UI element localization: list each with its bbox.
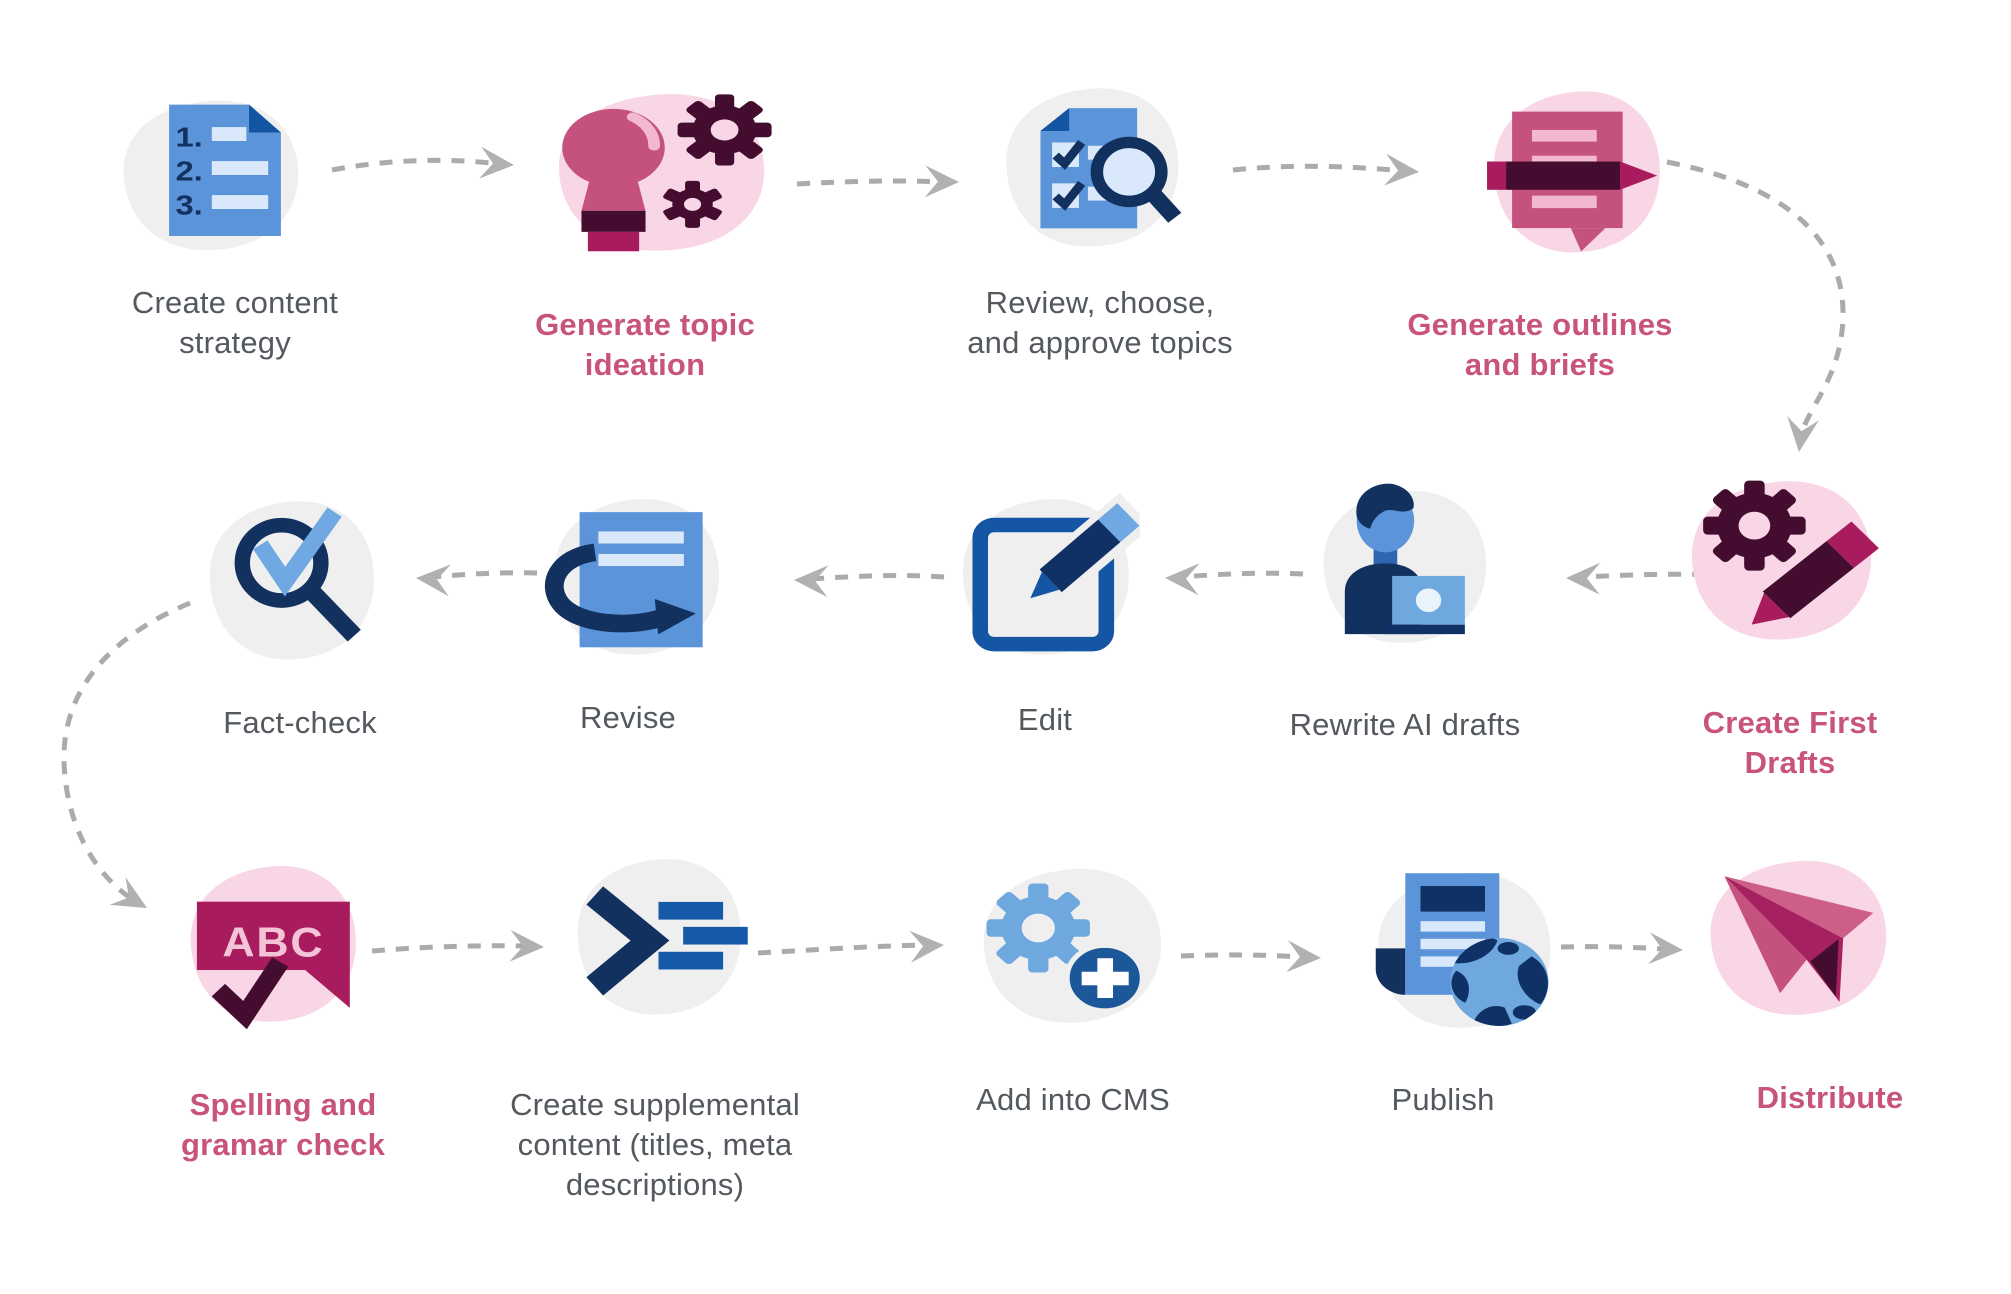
step-label-create-supplemental-content: Create supplemental content (titles, met… bbox=[510, 1087, 800, 1202]
arrow-ideation-to-review bbox=[796, 178, 945, 187]
magnifier bbox=[1090, 136, 1182, 223]
arrow-supplemental-to-cms bbox=[757, 942, 929, 956]
gear bbox=[1703, 480, 1806, 571]
edit-square-pencil-icon bbox=[962, 493, 1140, 655]
lightbulb bbox=[562, 108, 665, 252]
arrow-strategy-to-ideation bbox=[331, 157, 501, 173]
step-label-create-first-drafts: Create First Drafts bbox=[1702, 705, 1878, 780]
gear-large bbox=[677, 94, 772, 166]
step-label-rewrite-ai-drafts: Rewrite AI drafts bbox=[1289, 707, 1521, 742]
person-laptop-icon bbox=[1323, 483, 1487, 643]
arrow-review-to-outlines bbox=[1232, 163, 1405, 174]
step-label-revise: Revise bbox=[580, 700, 676, 735]
arrow-spelling-to-supplemental bbox=[371, 943, 529, 954]
document-loop-arrow-icon bbox=[544, 499, 719, 655]
gear-plus-icon bbox=[983, 868, 1162, 1023]
arrow-cms-to-publish bbox=[1180, 952, 1305, 960]
arrow-outlines-to-drafts bbox=[1666, 159, 1846, 441]
checkmark bbox=[253, 507, 342, 597]
step-label-distribute: Distribute bbox=[1756, 1080, 1904, 1115]
checklist-magnifier-icon bbox=[1006, 88, 1182, 247]
loop-arrow bbox=[544, 543, 696, 635]
numbered-list-document-icon: 1. 2. 3. bbox=[123, 100, 299, 251]
gear-pencil-icon bbox=[1691, 480, 1879, 640]
terminal-prompt-icon bbox=[577, 859, 748, 1015]
abc-bubble-checkmark-icon: ABC bbox=[190, 866, 356, 1030]
step-label-generate-outlines-briefs: Generate outlines and briefs bbox=[1407, 307, 1673, 382]
step-label-edit: Edit bbox=[1017, 702, 1073, 737]
step-label-create-content-strategy: Create content strategy bbox=[131, 285, 339, 360]
paper-plane-icon bbox=[1710, 860, 1887, 1015]
paper-plane bbox=[1724, 876, 1874, 1002]
svg-text:1.: 1. bbox=[175, 123, 202, 153]
arrow-factcheck-to-spelling bbox=[61, 600, 191, 902]
arrow-publish-to-distribute bbox=[1560, 944, 1665, 952]
step-label-spelling-grammar-check: Spelling and gramar check bbox=[180, 1087, 386, 1162]
step-label-publish: Publish bbox=[1391, 1082, 1495, 1117]
lightbulb-gears-icon bbox=[558, 94, 772, 252]
pencil-horizontal bbox=[1487, 161, 1658, 190]
checkmark bbox=[211, 957, 289, 1030]
step-label-add-into-cms: Add into CMS bbox=[976, 1082, 1170, 1117]
pencil-diagonal bbox=[1751, 521, 1879, 625]
scroll-roll bbox=[1375, 948, 1406, 995]
pencil-speech-bubble-icon bbox=[1487, 91, 1660, 253]
plus-badge bbox=[1064, 943, 1146, 1014]
gear bbox=[986, 883, 1090, 973]
magnifier-checkmark-icon bbox=[209, 501, 374, 660]
step-label-generate-topic-ideation: Generate topic ideation bbox=[535, 307, 755, 382]
arrow-rewrite-to-edit bbox=[1181, 570, 1304, 580]
gear-small bbox=[663, 180, 722, 228]
arrow-drafts-to-rewrite bbox=[1583, 571, 1754, 580]
hair bbox=[1356, 483, 1414, 529]
step-label-review-choose-approve: Review, choose, and approve topics bbox=[967, 285, 1233, 360]
globe bbox=[1450, 938, 1549, 1026]
pencil-diagonal bbox=[1030, 503, 1140, 599]
arrow-heads bbox=[109, 146, 1820, 973]
svg-text:2.: 2. bbox=[175, 157, 202, 187]
svg-text:3.: 3. bbox=[175, 191, 202, 221]
step-label-fact-check: Fact-check bbox=[223, 705, 377, 740]
arrow-edit-to-revise bbox=[809, 573, 945, 582]
arrow-revise-to-factcheck bbox=[431, 570, 538, 580]
news-globe-icon bbox=[1375, 872, 1551, 1028]
